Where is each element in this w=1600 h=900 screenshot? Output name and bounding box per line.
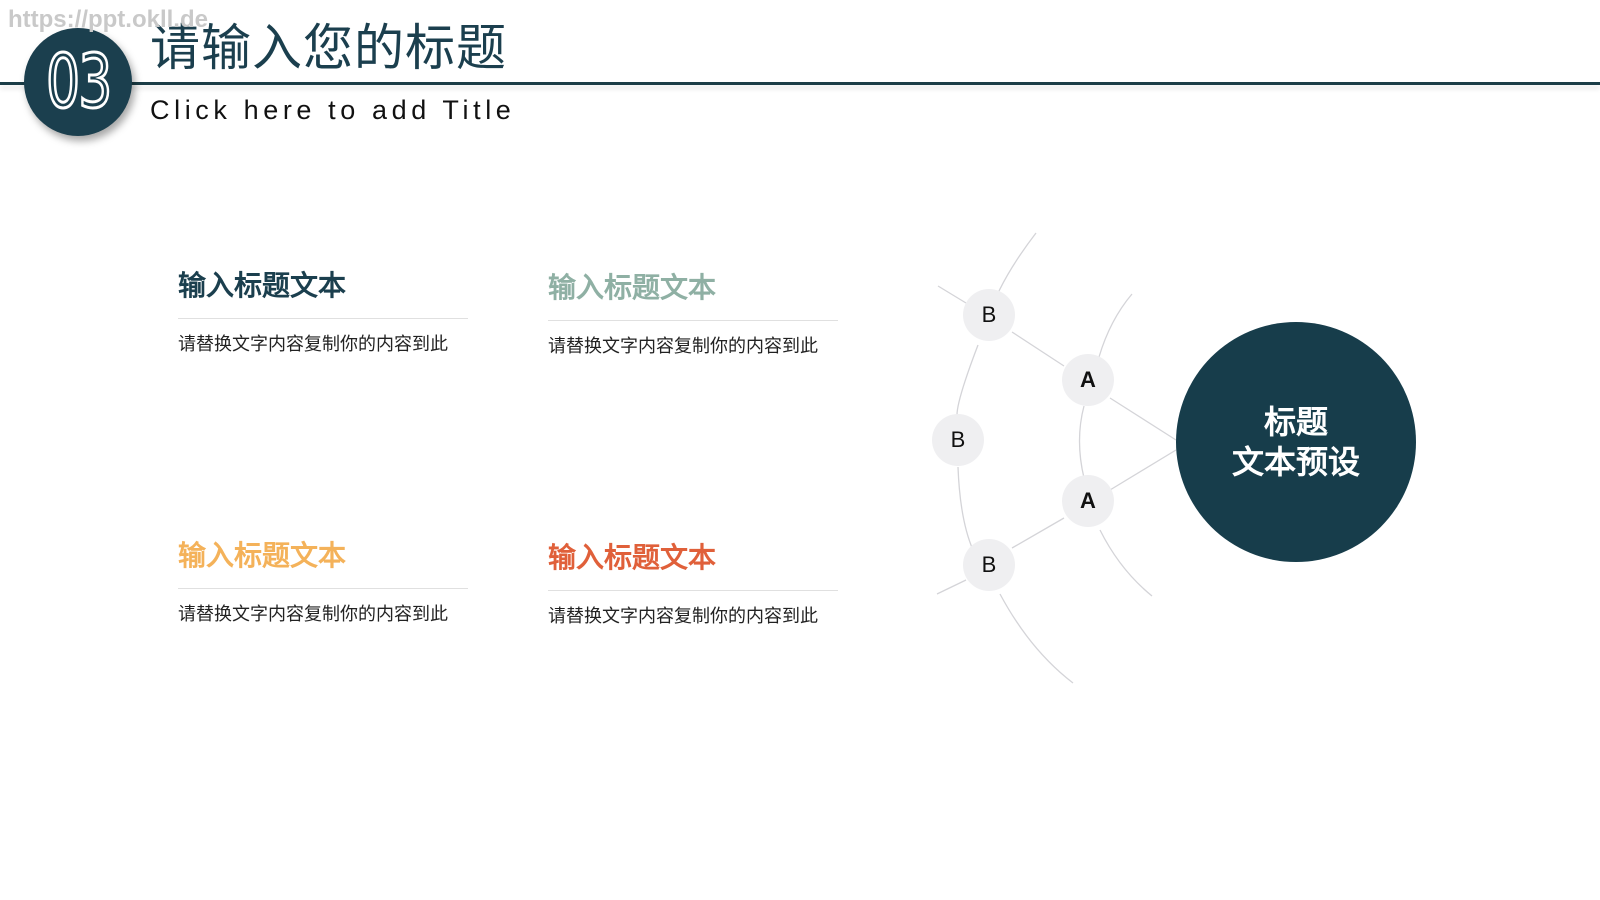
card-title[interactable]: 输入标题文本 <box>178 538 468 589</box>
page-subtitle[interactable]: Click here to add Title <box>150 95 516 125</box>
node-a-bottom[interactable]: A <box>1062 475 1114 527</box>
watermark-url: https://ppt.okll.de <box>8 6 208 33</box>
card-title[interactable]: 输入标题文本 <box>548 270 838 321</box>
text-card-1: 输入标题文本 请替换文字内容复制你的内容到此 <box>178 268 478 357</box>
center-title: 标题 <box>1263 403 1328 441</box>
card-text[interactable]: 请替换文字内容复制你的内容到此 <box>548 606 818 627</box>
node-b-bottom[interactable]: B <box>963 539 1015 591</box>
node-b-top[interactable]: B <box>963 289 1015 341</box>
card-text[interactable]: 请替换文字内容复制你的内容到此 <box>178 334 448 355</box>
text-card-3: 输入标题文本 请替换文字内容复制你的内容到此 <box>178 538 478 627</box>
card-title[interactable]: 输入标题文本 <box>548 540 838 591</box>
text-card-2: 输入标题文本 请替换文字内容复制你的内容到此 <box>548 270 848 359</box>
connector-lines <box>936 232 1177 684</box>
card-text[interactable]: 请替换文字内容复制你的内容到此 <box>178 604 448 625</box>
center-subtitle: 文本预设 <box>1231 443 1360 481</box>
center-circle[interactable]: 标题 文本预设 <box>1176 322 1416 562</box>
card-text[interactable]: 请替换文字内容复制你的内容到此 <box>548 336 818 357</box>
section-number: 03 <box>45 39 114 125</box>
section-number-badge: 03 <box>24 28 132 136</box>
header-divider <box>0 82 1600 85</box>
page-title[interactable]: 请输入您的标题 <box>150 19 507 77</box>
hierarchy-diagram: B B B A A 标题 文本预设 <box>900 200 1460 700</box>
text-card-4: 输入标题文本 请替换文字内容复制你的内容到此 <box>548 540 848 629</box>
node-b-middle[interactable]: B <box>932 414 984 466</box>
card-title[interactable]: 输入标题文本 <box>178 268 468 319</box>
node-a-top[interactable]: A <box>1062 354 1114 406</box>
